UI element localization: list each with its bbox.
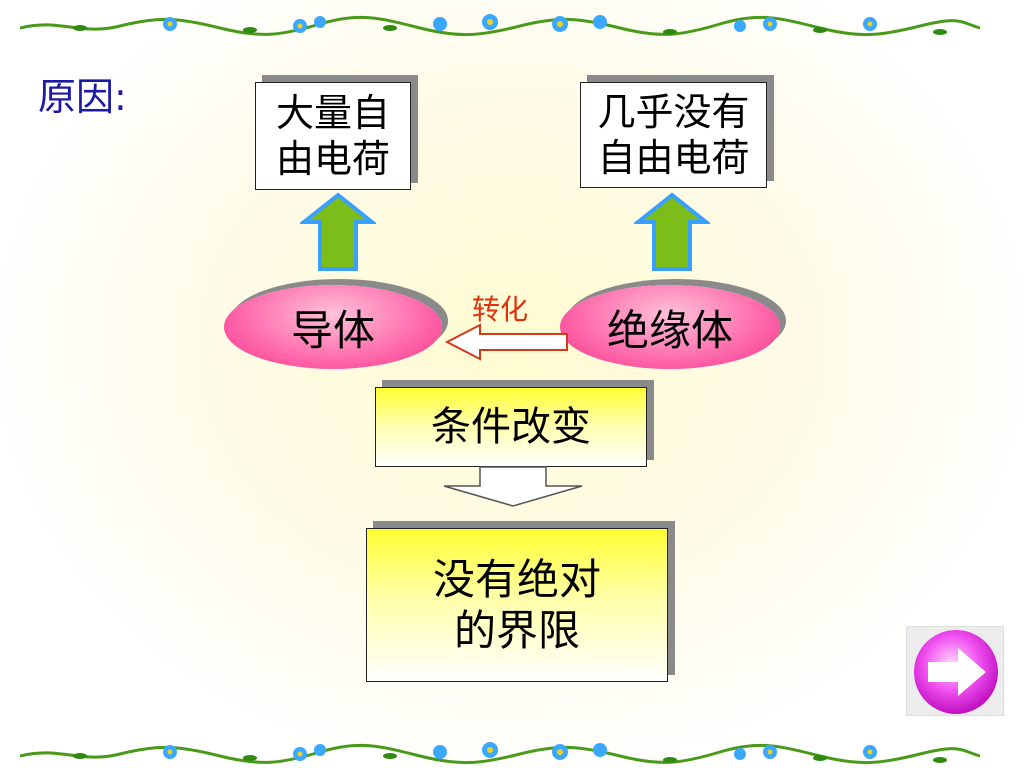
condition-change-box: 条件改变 xyxy=(375,387,647,467)
insulator-oval: 绝缘体 xyxy=(560,285,780,369)
many-free-charges-line-2: 由电荷 xyxy=(275,137,390,181)
insulator-label: 绝缘体 xyxy=(606,305,733,355)
conductor-label: 导体 xyxy=(290,305,375,355)
few-free-charges-line-2: 自由电荷 xyxy=(597,136,750,180)
few-free-charges-box: 几乎没有 自由电荷 xyxy=(580,82,767,188)
page-title: 原因: xyxy=(38,75,127,119)
bottom-vine-border-icon xyxy=(20,742,980,765)
convert-label: 转化 xyxy=(472,293,529,326)
no-absolute-boundary-box: 没有绝对 的界限 xyxy=(366,528,668,682)
conductor-oval: 导体 xyxy=(224,285,442,369)
left-arrow-icon xyxy=(444,323,568,361)
next-arrow-icon[interactable] xyxy=(906,626,1004,716)
top-vine-border-icon xyxy=(20,14,980,37)
up-arrow-icon xyxy=(634,192,710,271)
many-free-charges-box: 大量自 由电荷 xyxy=(255,82,411,190)
condition-change-label: 条件改变 xyxy=(431,403,591,450)
no-absolute-line-1: 没有绝对 xyxy=(432,554,601,604)
down-arrow-icon xyxy=(443,466,583,507)
few-free-charges-line-1: 几乎没有 xyxy=(597,89,750,134)
up-arrow-icon xyxy=(300,192,376,271)
no-absolute-line-2: 的界限 xyxy=(453,606,580,655)
many-free-charges-line-1: 大量自 xyxy=(275,90,390,135)
